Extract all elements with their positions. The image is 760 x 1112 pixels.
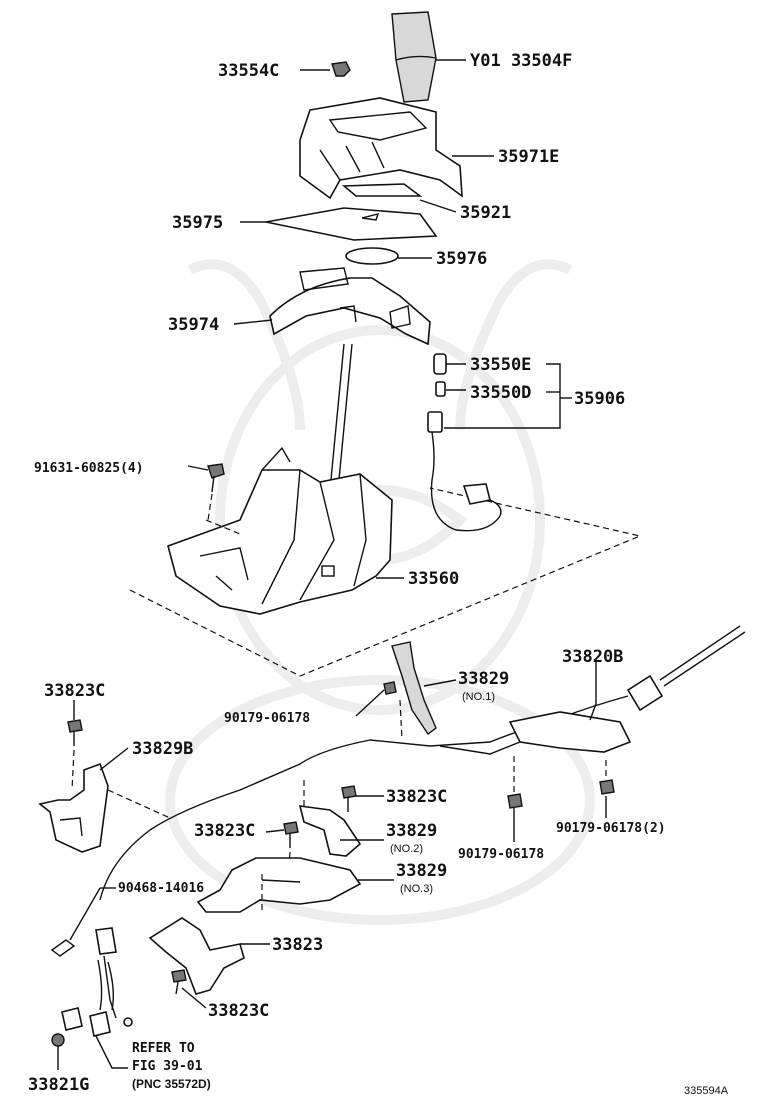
label-33823c-b: 33823C [386,787,447,807]
bolt-91631 [207,463,225,493]
label-refer-line2: FIG 39-01 [132,1059,203,1074]
shift-lever-base [167,446,393,615]
shift-knob [391,11,437,103]
label-35976: 35976 [436,249,487,269]
label-33820b: 33820B [562,647,623,667]
indicator-plate [341,183,423,197]
bolt-33823c-b [341,785,357,812]
label-35974: 35974 [168,315,219,335]
switch-harness [427,353,502,532]
bolt-33823c-d [171,969,187,995]
label-91631: 91631-60825(4) [34,461,144,476]
label-33823: 33823 [272,935,323,955]
label-refer-line1: REFER TO [132,1041,195,1056]
label-90179-b: 90179-06178(2) [556,821,666,836]
bracket-no3 [196,857,362,913]
lower-cover [269,267,431,346]
slide-plate [265,207,438,241]
part-labels: 33554C Y01 33504F 35971E 35921 35975 359… [28,51,729,1097]
mounting-outline [129,487,642,677]
label-90179-c: 90179-06178 [458,847,544,862]
bushing-33821g [51,1033,65,1047]
label-33821g: 33821G [28,1075,89,1095]
label-refer-line3: (PNC 35572D) [132,1077,211,1091]
label-90468: 90468-14016 [118,881,204,896]
nut-90179-a [383,681,397,695]
bolt-33823c-c [283,821,299,848]
label-33823c-a: 33823C [44,681,105,701]
label-33829-no2-sub: (NO.2) [390,843,423,855]
label-33829-no3: 33829 [396,861,447,881]
nut-90179-c [507,793,523,809]
label-90179-a: 90179-06178 [224,711,310,726]
transmission-cable [95,625,746,1027]
label-33829-no3-sub: (NO.3) [400,883,433,895]
figure-id: 335594A [684,1085,729,1097]
label-33829b: 33829B [132,739,193,759]
bracket-no1 [391,641,437,736]
label-33554c: 33554C [218,61,279,81]
clip-90468 [50,939,76,957]
label-33550d: 33550D [470,383,531,403]
bolt-33823c-a [67,719,83,746]
shift-lever-shaft [329,343,353,491]
label-33829-no2: 33829 [386,821,437,841]
bracket-33829b [38,762,109,853]
label-35971e: 35971E [498,147,559,167]
label-35906: 35906 [574,389,625,409]
knob-button [331,61,351,77]
label-35975: 35975 [172,213,223,233]
label-35921: 35921 [460,203,511,223]
label-33504f: Y01 33504F [470,51,572,71]
label-33829-no1: 33829 [458,669,509,689]
label-33560: 33560 [408,569,459,589]
label-33823c-c: 33823C [194,821,255,841]
label-33823c-d: 33823C [208,1001,269,1021]
disc-part [345,247,399,265]
refer-clip-parts [61,1007,111,1037]
label-33550e: 33550E [470,355,531,375]
bracket-no2 [298,805,362,857]
nut-90179-b [599,779,615,795]
bracket-33823 [148,917,245,995]
leader-lines [57,59,607,1070]
label-33829-no1-sub: (NO.1) [462,691,495,703]
indicator-housing [299,97,463,200]
